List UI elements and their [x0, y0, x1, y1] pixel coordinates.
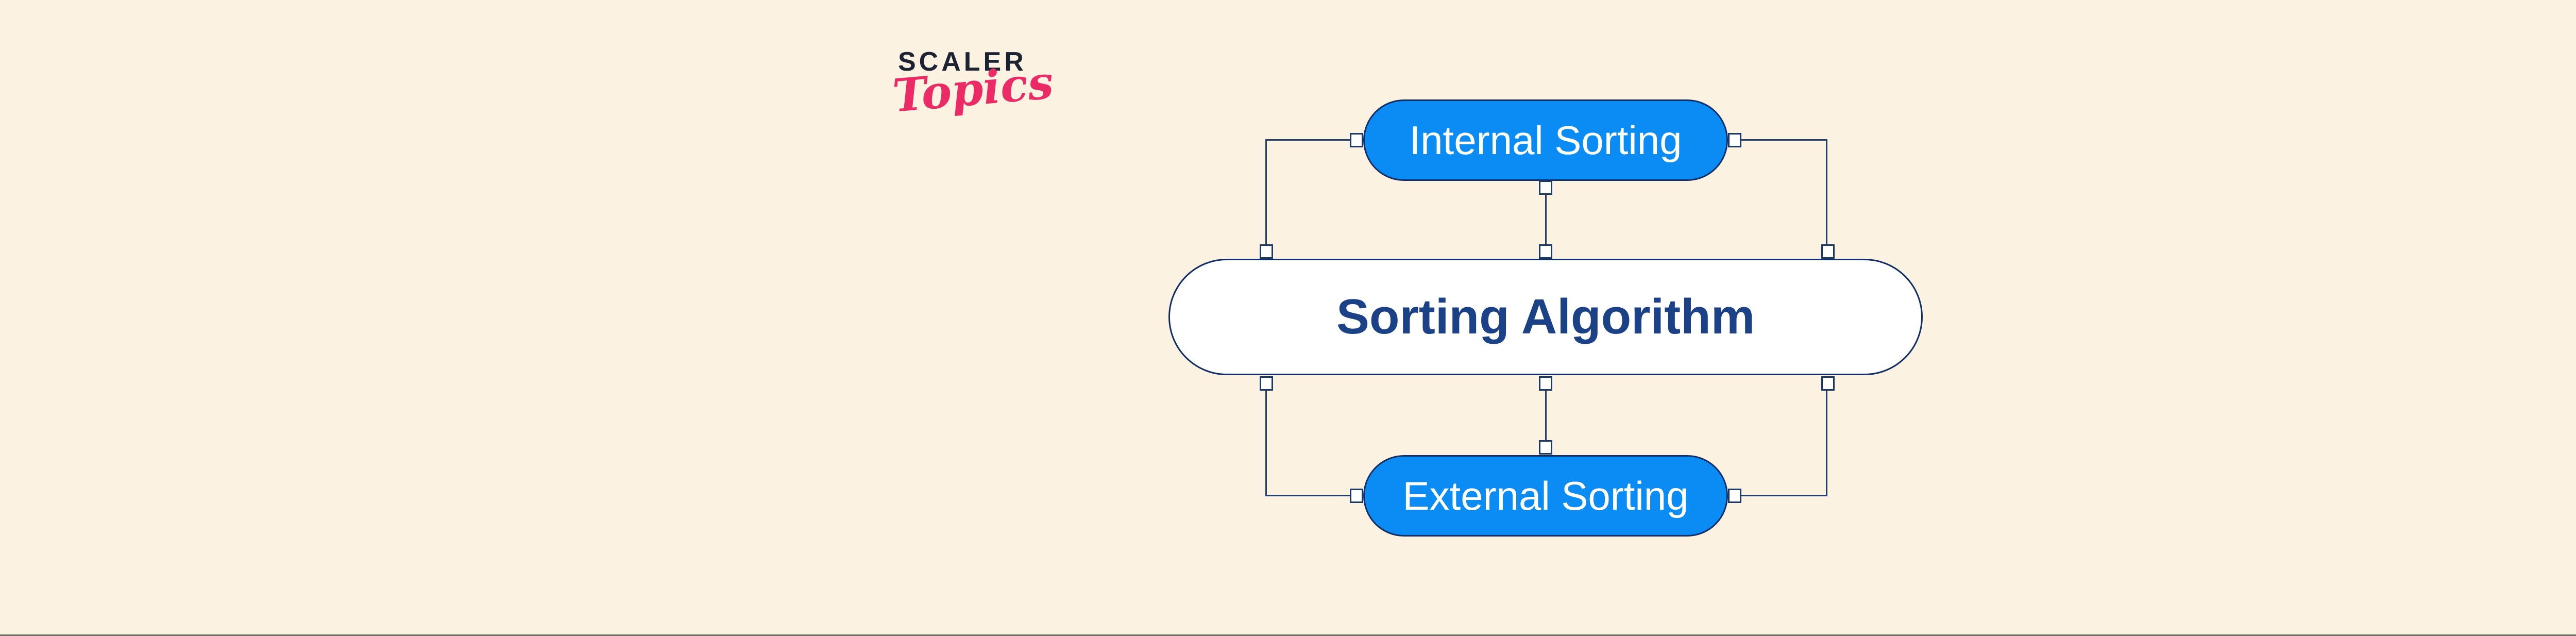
connection-handle-center-bottom-right — [1821, 376, 1835, 391]
connector-internal-left-horizontal — [1265, 139, 1351, 141]
connection-handle-external-left — [1350, 489, 1363, 503]
scaler-topics-logo: SCALER Topics — [890, 47, 1055, 123]
connector-external-right-horizontal — [1740, 495, 1826, 496]
connection-handle-internal-right — [1728, 133, 1741, 147]
node-sorting-algorithm-label: Sorting Algorithm — [1336, 289, 1755, 344]
connection-handle-center-top-left — [1260, 244, 1273, 259]
node-internal-sorting-label: Internal Sorting — [1409, 117, 1682, 163]
connection-handle-center-bottom-left — [1260, 376, 1273, 391]
bottom-edge-bar — [0, 634, 2576, 636]
connection-handle-external-top — [1539, 440, 1552, 455]
node-external-sorting: External Sorting — [1363, 455, 1728, 537]
connector-internal-left-vertical — [1265, 139, 1267, 245]
logo-brand-text: SCALER — [898, 47, 1027, 77]
node-sorting-algorithm: Sorting Algorithm — [1168, 259, 1923, 375]
logo-topics-text: Topics — [890, 55, 1056, 123]
connector-external-right-vertical — [1826, 390, 1827, 496]
node-internal-sorting: Internal Sorting — [1363, 99, 1728, 181]
connection-handle-internal-left — [1350, 133, 1363, 147]
connector-internal-right-horizontal — [1740, 139, 1826, 141]
connector-external-center-vertical — [1545, 390, 1547, 440]
connection-handle-center-bottom-middle — [1539, 376, 1552, 391]
connection-handle-internal-bottom — [1539, 180, 1552, 195]
connector-external-left-vertical — [1265, 390, 1267, 496]
connection-handle-center-top-middle — [1539, 244, 1552, 259]
connection-handle-external-right — [1728, 489, 1741, 503]
connector-internal-right-vertical — [1826, 139, 1827, 245]
connector-external-left-horizontal — [1265, 495, 1351, 496]
connection-handle-center-top-right — [1821, 244, 1835, 259]
connector-internal-center-vertical — [1545, 194, 1547, 245]
node-external-sorting-label: External Sorting — [1402, 473, 1689, 518]
